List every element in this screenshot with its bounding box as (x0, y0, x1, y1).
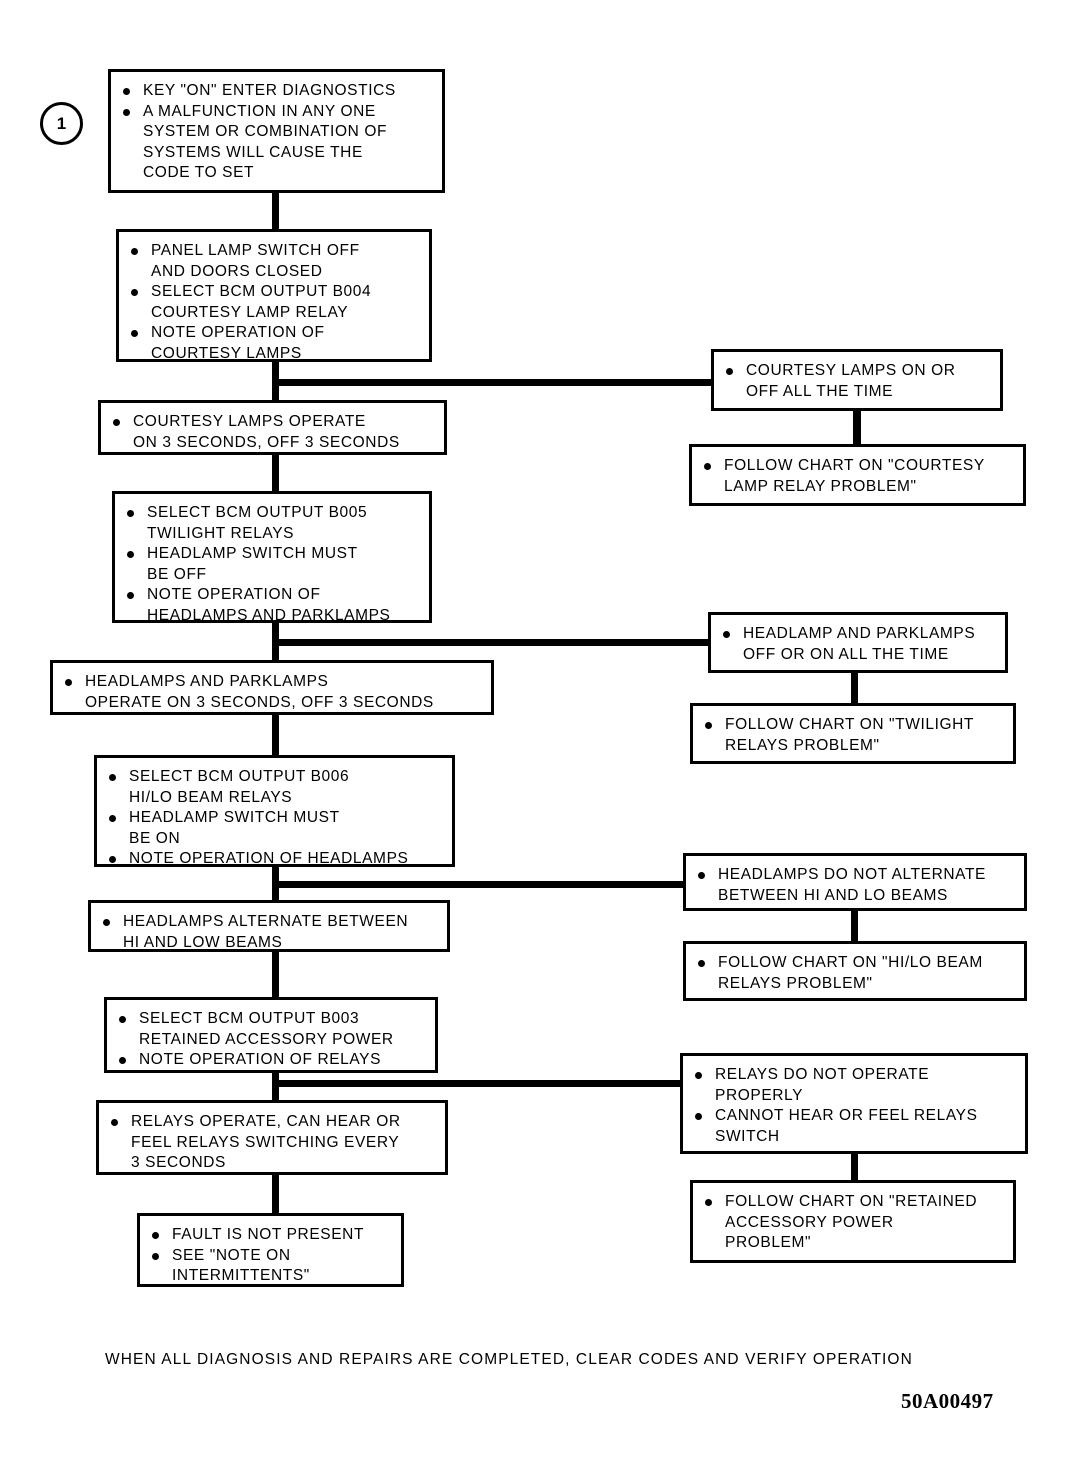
box-select-bcm-output-b006: SELECT BCM OUTPUT B006 HI/LO BEAM RELAYS… (94, 755, 455, 867)
box-follow-chart-twilight-relays: FOLLOW CHART ON "TWILIGHT RELAYS PROBLEM… (690, 703, 1016, 764)
bullet-item: SEE "NOTE ON INTERMITTENTS" (150, 1246, 393, 1287)
box-follow-chart-courtesy-lamp-relay: FOLLOW CHART ON "COURTESY LAMP RELAY PRO… (689, 444, 1026, 506)
bullet-item: KEY "ON" ENTER DIAGNOSTICS (121, 81, 434, 102)
box-follow-chart-retained-accessory-power: FOLLOW CHART ON "RETAINED ACCESSORY POWE… (690, 1180, 1016, 1263)
bullet-item: FOLLOW CHART ON "RETAINED ACCESSORY POWE… (703, 1192, 1005, 1254)
bullet-item: FAULT IS NOT PRESENT (150, 1225, 393, 1246)
bullet-item: FOLLOW CHART ON "HI/LO BEAM RELAYS PROBL… (696, 953, 1016, 994)
box-headlamps-do-not-alternate: HEADLAMPS DO NOT ALTERNATE BETWEEN HI AN… (683, 853, 1027, 911)
connector-b003-to-pass-rap (272, 1073, 279, 1109)
box-follow-chart-hi-lo-beam-relays: FOLLOW CHART ON "HI/LO BEAM RELAYS PROBL… (683, 941, 1027, 1001)
bullet-item: SELECT BCM OUTPUT B003 RETAINED ACCESSOR… (117, 1009, 427, 1050)
bullet-item: HEADLAMPS DO NOT ALTERNATE BETWEEN HI AN… (696, 865, 1016, 906)
bullet-item: COURTESY LAMPS ON OR OFF ALL THE TIME (724, 361, 992, 402)
box-headlamps-alternate: HEADLAMPS ALTERNATE BETWEEN HI AND LOW B… (88, 900, 450, 952)
box-fault-not-present: FAULT IS NOT PRESENT SEE "NOTE ON INTERM… (137, 1213, 404, 1287)
step-marker-label: 1 (56, 113, 67, 133)
bullet-item: PANEL LAMP SWITCH OFF AND DOORS CLOSED (129, 241, 421, 282)
connector-fail-rap-to-follow (851, 1154, 858, 1183)
bullet-item: HEADLAMP AND PARKLAMPS OFF OR ON ALL THE… (721, 624, 997, 665)
bullet-item: SELECT BCM OUTPUT B006 HI/LO BEAM RELAYS (107, 767, 444, 808)
bullet-item: NOTE OPERATION OF COURTESY LAMPS (129, 323, 421, 364)
connector-start-to-b004 (272, 193, 279, 229)
bullet-item: FOLLOW CHART ON "TWILIGHT RELAYS PROBLEM… (703, 715, 1005, 756)
connector-pass-courtesy-to-b005 (272, 455, 279, 491)
connector-pass-hilo-to-b003 (272, 952, 279, 997)
box-key-on-enter-diagnostics: KEY "ON" ENTER DIAGNOSTICS A MALFUNCTION… (108, 69, 445, 193)
bullet-item: RELAYS OPERATE, CAN HEAR OR FEEL RELAYS … (109, 1112, 437, 1174)
box-select-bcm-output-b004: PANEL LAMP SWITCH OFF AND DOORS CLOSED S… (116, 229, 432, 362)
bullet-item: CANNOT HEAR OR FEEL RELAYS SWITCH (693, 1106, 1017, 1147)
connector-pass-rap-to-end (272, 1175, 279, 1215)
connector-fail-courtesy-to-follow (853, 411, 861, 448)
bullet-item: A MALFUNCTION IN ANY ONE SYSTEM OR COMBI… (121, 102, 434, 184)
connector-b003-to-fail-rap (272, 1080, 683, 1087)
connector-b006-to-fail-hilo (272, 881, 686, 888)
box-headlamp-and-parklamps-off-or-on: HEADLAMP AND PARKLAMPS OFF OR ON ALL THE… (708, 612, 1008, 673)
bullet-item: HEADLAMPS ALTERNATE BETWEEN HI AND LOW B… (101, 912, 439, 953)
box-select-bcm-output-b005: SELECT BCM OUTPUT B005 TWILIGHT RELAYS H… (112, 491, 432, 626)
bullet-item: HEADLAMPS AND PARKLAMPS OPERATE ON 3 SEC… (63, 672, 483, 713)
bullet-item: NOTE OPERATION OF HEADLAMPS AND PARKLAMP… (125, 585, 421, 626)
box-courtesy-lamps-operate: COURTESY LAMPS OPERATE ON 3 SECONDS, OFF… (98, 400, 447, 455)
bullet-item: SELECT BCM OUTPUT B004 COURTESY LAMP REL… (129, 282, 421, 323)
connector-b005-to-fail-twilight (272, 639, 714, 646)
box-select-bcm-output-b003: SELECT BCM OUTPUT B003 RETAINED ACCESSOR… (104, 997, 438, 1073)
box-relays-do-not-operate: RELAYS DO NOT OPERATE PROPERLY CANNOT HE… (680, 1053, 1028, 1154)
footer-note: WHEN ALL DIAGNOSIS AND REPAIRS ARE COMPL… (105, 1351, 913, 1368)
bullet-item: HEADLAMP SWITCH MUST BE ON (107, 808, 444, 849)
box-headlamps-and-parklamps-operate: HEADLAMPS AND PARKLAMPS OPERATE ON 3 SEC… (50, 660, 494, 715)
footer-figure-code: 50A00497 (901, 1389, 994, 1413)
connector-pass-twilight-to-b006 (272, 715, 279, 755)
bullet-item: HEADLAMP SWITCH MUST BE OFF (125, 544, 421, 585)
bullet-item: NOTE OPERATION OF RELAYS (117, 1050, 427, 1071)
connector-fail-hilo-to-follow (851, 911, 858, 945)
bullet-item: SELECT BCM OUTPUT B005 TWILIGHT RELAYS (125, 503, 421, 544)
box-relays-operate-can-hear: RELAYS OPERATE, CAN HEAR OR FEEL RELAYS … (96, 1100, 448, 1175)
bullet-item: COURTESY LAMPS OPERATE ON 3 SECONDS, OFF… (111, 412, 436, 453)
step-marker-circle: 1 (40, 102, 83, 145)
connector-fail-twilight-to-follow (851, 673, 858, 707)
bullet-item: FOLLOW CHART ON "COURTESY LAMP RELAY PRO… (702, 456, 1015, 497)
bullet-item: RELAYS DO NOT OPERATE PROPERLY (693, 1065, 1017, 1106)
bullet-item: NOTE OPERATION OF HEADLAMPS (107, 849, 444, 870)
box-courtesy-lamps-on-or-off: COURTESY LAMPS ON OR OFF ALL THE TIME (711, 349, 1003, 411)
connector-b004-to-fail-courtesy (272, 379, 714, 386)
